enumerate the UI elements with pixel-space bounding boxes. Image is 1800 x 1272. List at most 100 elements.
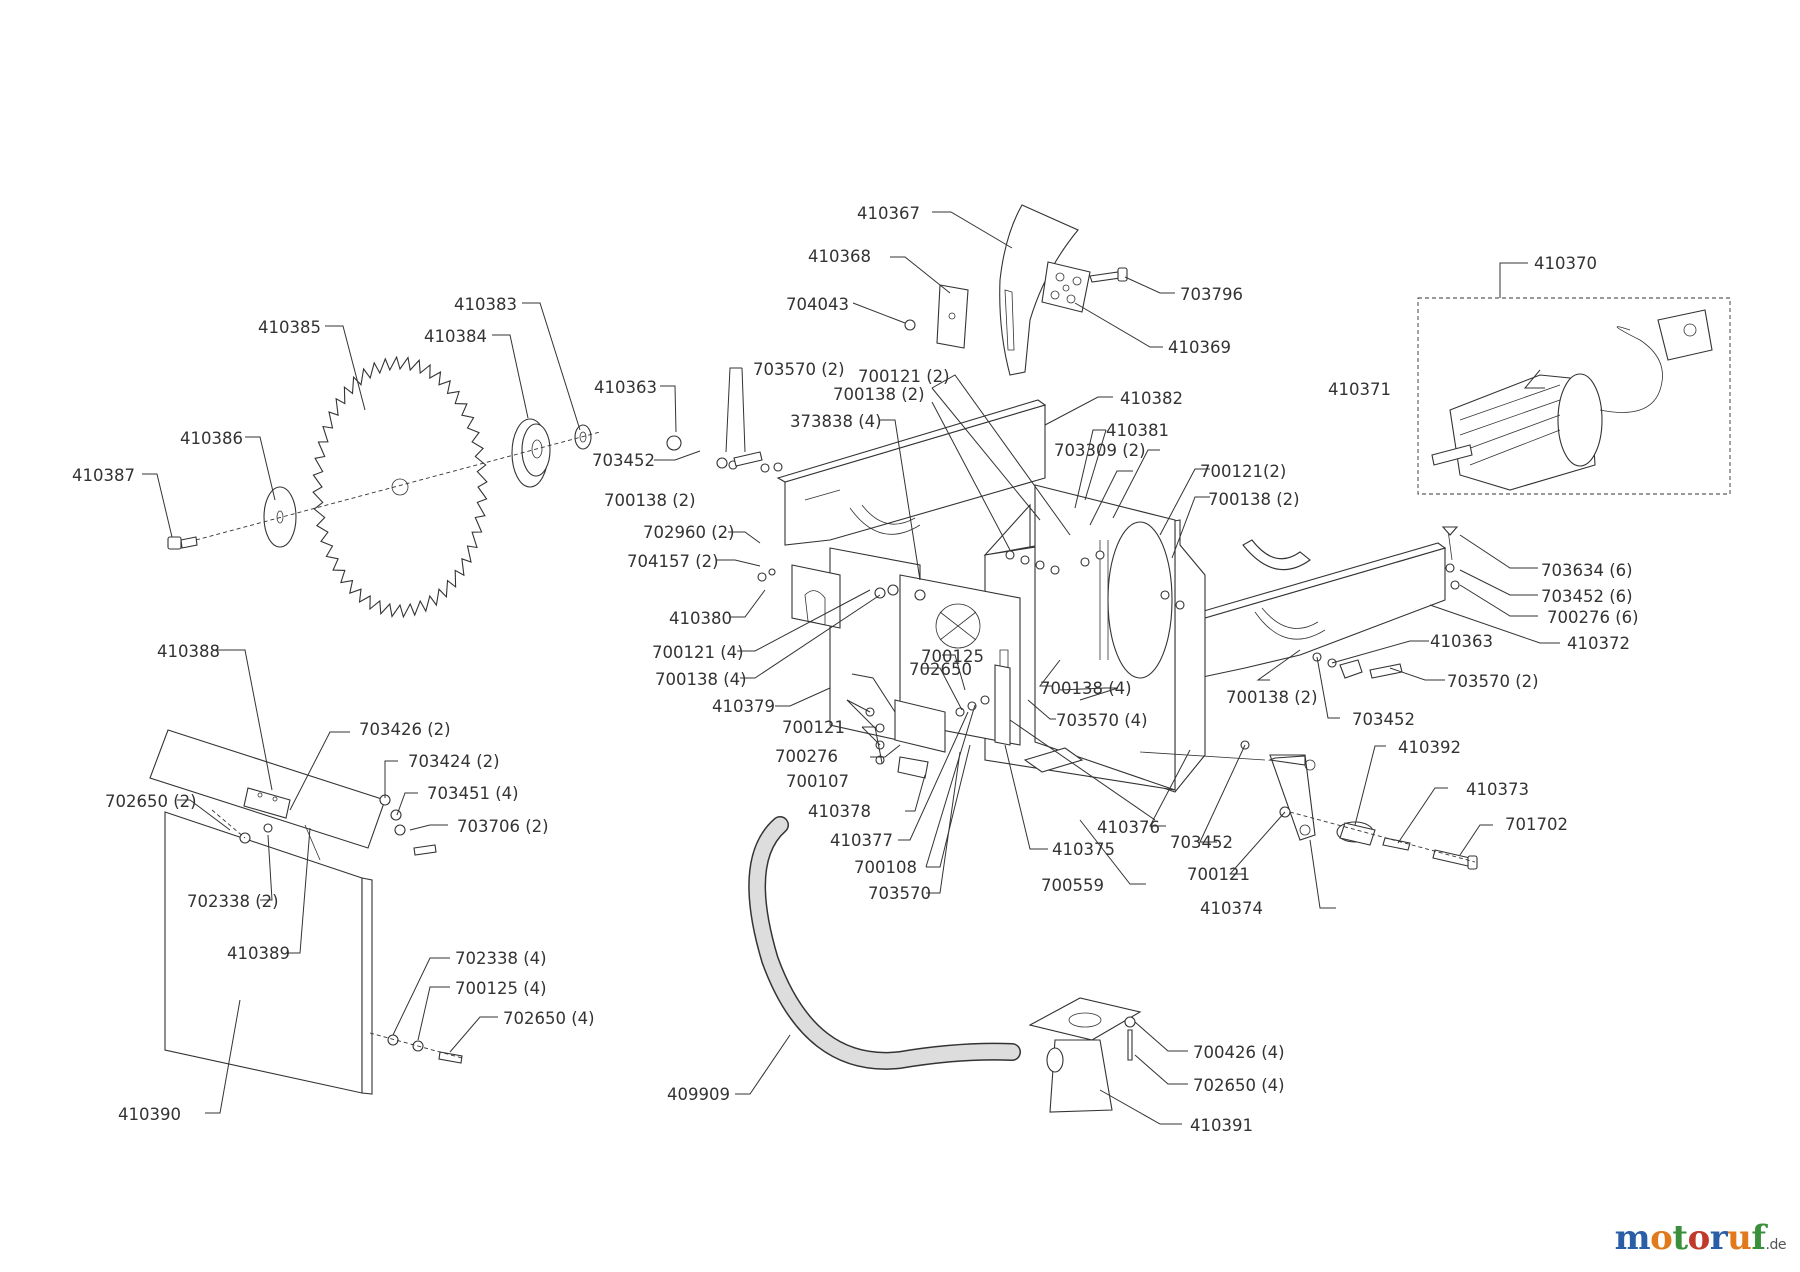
- leader-lines: [142, 211, 1560, 1125]
- callout-410390: 410390: [118, 1105, 181, 1124]
- crank-410392: [1139, 740, 1316, 841]
- callout-410368: 410368: [808, 247, 871, 266]
- callout-410389: 410389: [227, 944, 290, 963]
- callout-410386: 410386: [180, 429, 243, 448]
- bolt-703796: [1089, 267, 1128, 283]
- callout-700121-a: 700121: [782, 718, 845, 737]
- callout-410374: 410374: [1200, 899, 1263, 918]
- callout-410377: 410377: [830, 831, 893, 850]
- logo-letter: u: [1727, 1218, 1752, 1258]
- saw-blade-410385: [312, 355, 488, 619]
- logo-letter: o: [1687, 1218, 1711, 1258]
- callout-700138-2-b: 700138 (2): [604, 491, 696, 510]
- callout-700138-2-a: 700138 (2): [833, 385, 925, 404]
- hose-409909: [749, 817, 1020, 1069]
- callout-704043: 704043: [786, 295, 849, 314]
- callout-703570-4: 703570 (4): [1056, 711, 1148, 730]
- callout-410384: 410384: [424, 327, 487, 346]
- callout-702338-2: 702338 (2): [187, 892, 279, 911]
- callout-410385: 410385: [258, 318, 321, 337]
- callout-700138-4-a: 700138 (4): [655, 670, 747, 689]
- callout-700121-2-a: 700121 (2): [858, 367, 950, 386]
- callout-700426-4: 700426 (4): [1193, 1043, 1285, 1062]
- callout-703570-2-b: 703570 (2): [1447, 672, 1539, 691]
- callout-410392: 410392: [1398, 738, 1461, 757]
- callout-703309-2: 703309 (2): [1054, 441, 1146, 460]
- callout-700121-b: 700121: [1187, 865, 1250, 884]
- logo-wordmark: motoruf: [1615, 1218, 1766, 1258]
- callout-410380: 410380: [669, 609, 732, 628]
- callout-703796: 703796: [1180, 285, 1243, 304]
- callout-410373: 410373: [1466, 780, 1529, 799]
- callout-703452-c: 703452: [1170, 833, 1233, 852]
- callout-409909: 409909: [667, 1085, 730, 1104]
- callout-700125-a: 700125: [921, 647, 984, 666]
- callout-701702: 701702: [1505, 815, 1568, 834]
- callout-704157-2: 704157 (2): [627, 552, 719, 571]
- callout-700121-2-b: 700121(2): [1200, 462, 1286, 481]
- panel-fasteners: [211, 794, 463, 1064]
- callout-703451-4: 703451 (4): [427, 784, 519, 803]
- callout-410383: 410383: [454, 295, 517, 314]
- dust-port-410391: [1028, 997, 1142, 1113]
- crank-axis-line: [1289, 811, 1476, 863]
- callout-700276: 700276: [775, 747, 838, 766]
- callout-703452-a: 703452: [592, 451, 655, 470]
- plate-410368: [936, 284, 969, 349]
- callout-702650-2: 702650 (2): [105, 792, 197, 811]
- callout-410381: 410381: [1106, 421, 1169, 440]
- callout-702650-4-b: 702650 (4): [1193, 1076, 1285, 1095]
- callout-410363-a: 410363: [594, 378, 657, 397]
- cover-410388: [149, 729, 386, 861]
- callout-410369: 410369: [1168, 338, 1231, 357]
- logo-letter: o: [1650, 1218, 1673, 1258]
- callout-410370: 410370: [1534, 254, 1597, 273]
- callout-703426-2: 703426 (2): [359, 720, 451, 739]
- callout-410378: 410378: [808, 802, 871, 821]
- callout-700121-4: 700121 (4): [652, 643, 744, 662]
- callout-702338-4: 702338 (4): [455, 949, 547, 968]
- logo-letter: r: [1709, 1218, 1728, 1258]
- callout-410376: 410376: [1097, 818, 1160, 837]
- callout-703424-2: 703424 (2): [408, 752, 500, 771]
- callout-410363-b: 410363: [1430, 632, 1493, 651]
- callout-702960-2: 702960 (2): [643, 523, 735, 542]
- small-bracket-410378: [865, 664, 1011, 779]
- logo-letter: t: [1672, 1218, 1688, 1258]
- callout-373838-4: 373838 (4): [790, 412, 882, 431]
- callout-700125-4: 700125 (4): [455, 979, 547, 998]
- brand-logo: motoruf.de: [1615, 1218, 1787, 1258]
- callout-703452-b: 703452: [1352, 710, 1415, 729]
- callout-700138-2-d: 700138 (2): [1226, 688, 1318, 707]
- blade-teeth-outline: [312, 355, 488, 619]
- callout-700107: 700107: [786, 772, 849, 791]
- callout-410387: 410387: [72, 466, 135, 485]
- nut-704043: [904, 319, 916, 331]
- callout-410371: 410371: [1328, 380, 1391, 399]
- arc-guide-410371: [1242, 539, 1311, 571]
- flange-410386: [263, 486, 297, 548]
- callout-700108: 700108: [854, 858, 917, 877]
- main-housing-410376: [983, 484, 1206, 793]
- bolt-410387: [167, 536, 198, 550]
- callout-410382: 410382: [1120, 389, 1183, 408]
- callout-703634-6: 703634 (6): [1541, 561, 1633, 580]
- logo-letter: m: [1614, 1218, 1651, 1258]
- callout-410391: 410391: [1190, 1116, 1253, 1135]
- callout-702650-4-a: 702650 (4): [503, 1009, 595, 1028]
- logo-tld: .de: [1765, 1237, 1787, 1253]
- callout-700138-2-c: 700138 (2): [1208, 490, 1300, 509]
- panel-410390: [164, 811, 373, 1095]
- callout-703452-6: 703452 (6): [1541, 587, 1633, 606]
- motor-plate-410379: [829, 547, 1021, 746]
- callout-410379: 410379: [712, 697, 775, 716]
- callout-703706-2: 703706 (2): [457, 817, 549, 836]
- bracket-410382: [776, 399, 1047, 546]
- callout-702650-a: 702650: [909, 660, 972, 679]
- callout-410367: 410367: [857, 204, 920, 223]
- callout-410372: 410372: [1567, 634, 1630, 653]
- logo-letter: f: [1751, 1218, 1766, 1258]
- callout-703570: 703570: [868, 884, 931, 903]
